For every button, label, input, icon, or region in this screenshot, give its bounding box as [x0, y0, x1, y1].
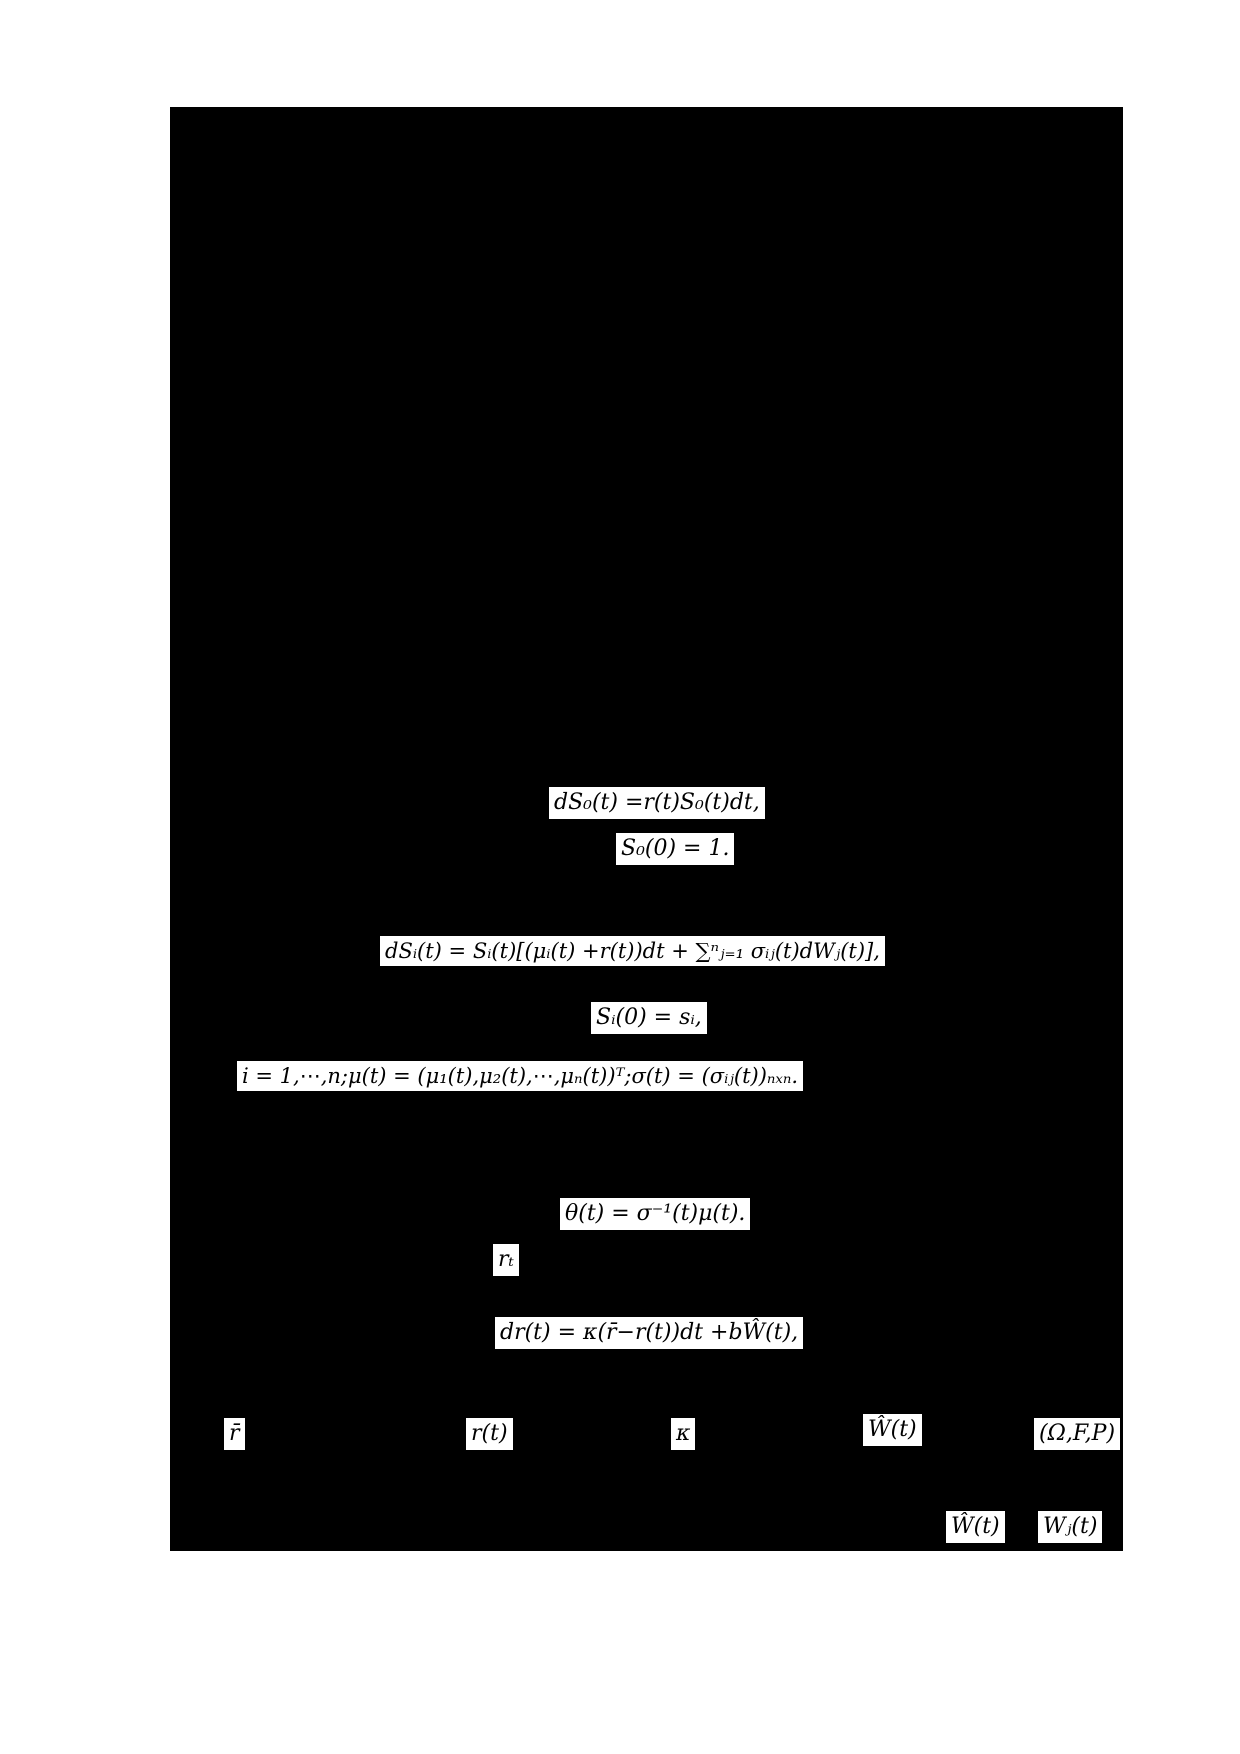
symbol-w-hat-footer: Ŵ(t) [946, 1511, 1005, 1543]
equation-market-price-of-risk: θ(t) = σ⁻¹(t)μ(t). [560, 1198, 751, 1230]
equation-bank-account-sde: dS₀(t) =r(t)S₀(t)dt, [549, 787, 765, 819]
symbol-w-hat-brownian-motion: Ŵ(t) [863, 1414, 922, 1446]
symbol-probability-space: (Ω,F,P) [1034, 1418, 1121, 1450]
equation-bank-account-initial-condition: S₀(0) = 1. [616, 833, 735, 865]
equation-index-and-matrix-definitions: i = 1,⋯,n;μ(t) = (μ₁(t),μ₂(t),⋯,μₙ(t))ᵀ;… [237, 1061, 804, 1092]
equation-interest-rate-sde: dr(t) = κ(r̄−r(t))dt +bŴ(t), [495, 1317, 804, 1349]
symbol-kappa: κ [671, 1418, 696, 1450]
symbol-r-of-t: r(t) [466, 1418, 513, 1450]
symbol-w-j-footer: Wⱼ(t) [1038, 1511, 1103, 1543]
symbol-short-rate: rₜ [493, 1244, 519, 1276]
equation-stock-initial-condition: Sᵢ(0) = sᵢ, [591, 1002, 707, 1034]
equation-stock-price-sde: dSᵢ(t) = Sᵢ(t)[(μᵢ(t) +r(t))dt + ∑ⁿⱼ₌₁ σ… [380, 936, 885, 967]
symbol-r-bar: r̄ [224, 1418, 245, 1450]
redacted-text-block [170, 107, 1123, 1551]
